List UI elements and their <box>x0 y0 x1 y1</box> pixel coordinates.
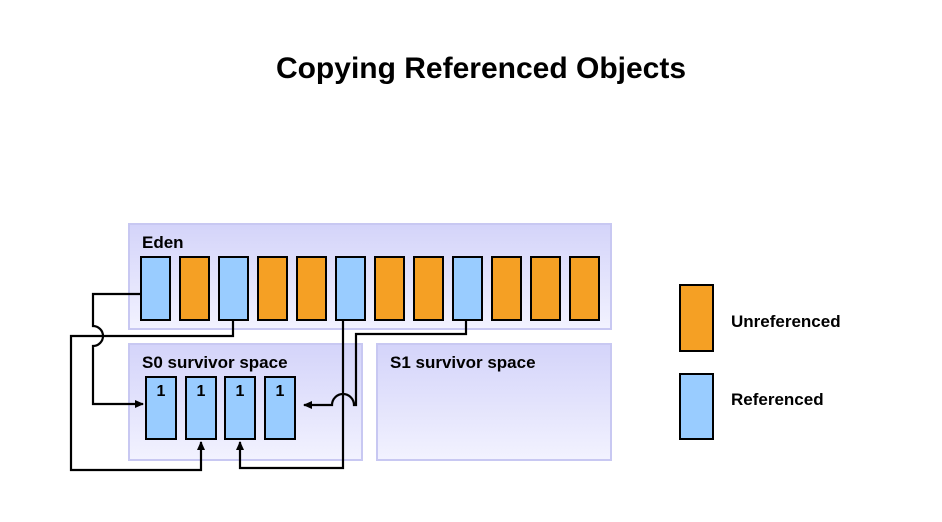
eden-object <box>296 256 327 321</box>
eden-object <box>413 256 444 321</box>
eden-object <box>452 256 483 321</box>
eden-object <box>530 256 561 321</box>
legend-unreferenced-label: Unreferenced <box>731 312 841 331</box>
eden-object <box>257 256 288 321</box>
legend-unreferenced-swatch <box>679 284 714 352</box>
s0-object: 1 <box>264 376 296 440</box>
s0-survivor-region: S0 survivor space <box>128 343 363 461</box>
eden-object <box>218 256 249 321</box>
eden-label: Eden <box>142 233 184 252</box>
eden-object <box>569 256 600 321</box>
diagram-title: Copying Referenced Objects <box>275 52 687 85</box>
connector-eden1-to-s0-1 <box>91 292 144 408</box>
s1-survivor-label: S1 survivor space <box>390 353 536 372</box>
s0-object: 1 <box>185 376 217 440</box>
legend-referenced-swatch <box>679 373 714 440</box>
eden-object <box>491 256 522 321</box>
s0-survivor-label: S0 survivor space <box>142 353 288 372</box>
s1-survivor-region: S1 survivor space <box>376 343 612 461</box>
s0-object: 1 <box>224 376 256 440</box>
connector-eden3-to-s0-2 <box>69 321 235 472</box>
eden-object <box>140 256 171 321</box>
eden-object <box>335 256 366 321</box>
eden-object <box>179 256 210 321</box>
legend-referenced-label: Referenced <box>731 390 824 409</box>
connector-eden9-to-s0-4 <box>303 321 468 409</box>
s0-object: 1 <box>145 376 177 440</box>
eden-object <box>374 256 405 321</box>
connector-eden6-to-s0-3 <box>236 321 345 470</box>
